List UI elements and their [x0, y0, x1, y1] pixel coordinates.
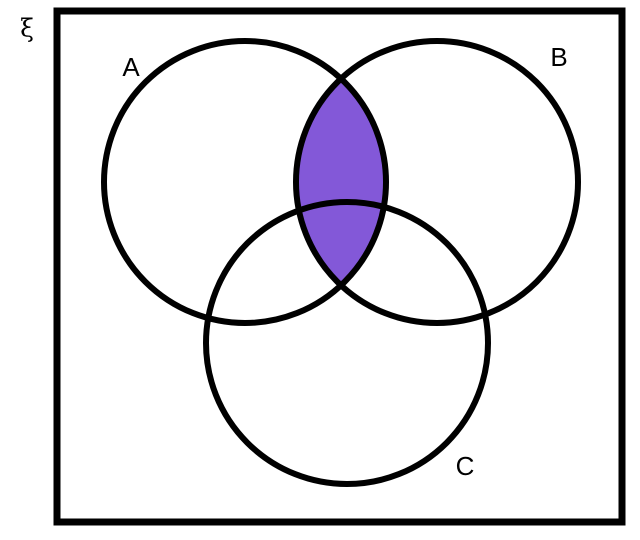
universal-set-symbol: ξ — [20, 14, 34, 43]
set-circle-c[interactable] — [203, 199, 491, 487]
set-circle-a[interactable] — [101, 38, 389, 326]
set-label-b: B — [550, 42, 567, 72]
set-label-c: C — [456, 451, 475, 481]
set-label-a: A — [122, 52, 140, 82]
set-circle-b[interactable] — [293, 38, 581, 326]
